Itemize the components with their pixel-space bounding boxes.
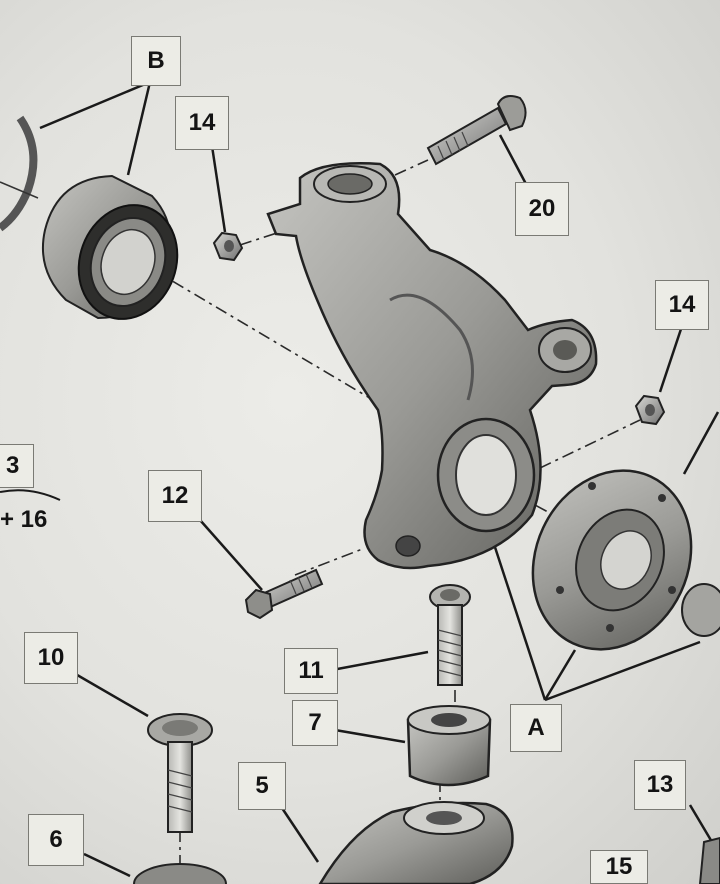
steering-knuckle [266,162,598,570]
callout-12-label: 12 [161,482,189,509]
callout-12: 12 [148,470,202,522]
callout-13-label: 13 [646,771,674,798]
callout-10: 10 [24,632,78,684]
snap-ring [0,115,38,232]
leader-lines [39,80,720,878]
callout-20: 20 [515,182,569,236]
callout-5: 5 [238,762,286,810]
bolt-10 [147,713,213,833]
callout-15-label: 15 [605,853,633,880]
callout-14-top: 14 [175,96,229,150]
callout-7-label: 7 [308,709,322,736]
brace-mark [0,489,61,501]
wheel-bearing [41,174,179,320]
callout-5-label: 5 [255,772,269,799]
lower-arm [318,801,514,884]
callout-b-label: B [147,47,165,74]
callout-a: A [510,704,562,752]
callout-b: B [131,36,181,86]
bushing [406,705,492,787]
nut-right [634,394,666,426]
callout-20-label: 20 [528,195,556,222]
callout-10-label: 10 [37,644,65,671]
pinch-bolt [426,95,527,166]
callout-14-right: 14 [655,280,709,330]
callout-11-label: 11 [298,657,324,684]
nut-top [212,231,244,262]
callout-6: 6 [28,814,84,866]
callout-13: 13 [634,760,686,810]
callout-14-top-label: 14 [188,109,216,136]
lower-part-6 [133,863,227,884]
edge-callout-3: 3 [0,444,34,488]
callout-11: 11 [284,648,338,694]
callout-6-label: 6 [49,826,63,853]
callout-7: 7 [292,700,338,746]
edge-callout-3-label: 3 [6,452,20,479]
bolt-11 [429,584,471,686]
callout-14-right-label: 14 [668,291,696,318]
lower-part-13 [698,836,720,884]
wheel-hub [531,469,720,651]
edge-label-16: + 16 [0,506,48,533]
callout-a-label: A [527,714,545,741]
bolt-12 [244,568,324,620]
callout-15: 15 [590,850,648,884]
